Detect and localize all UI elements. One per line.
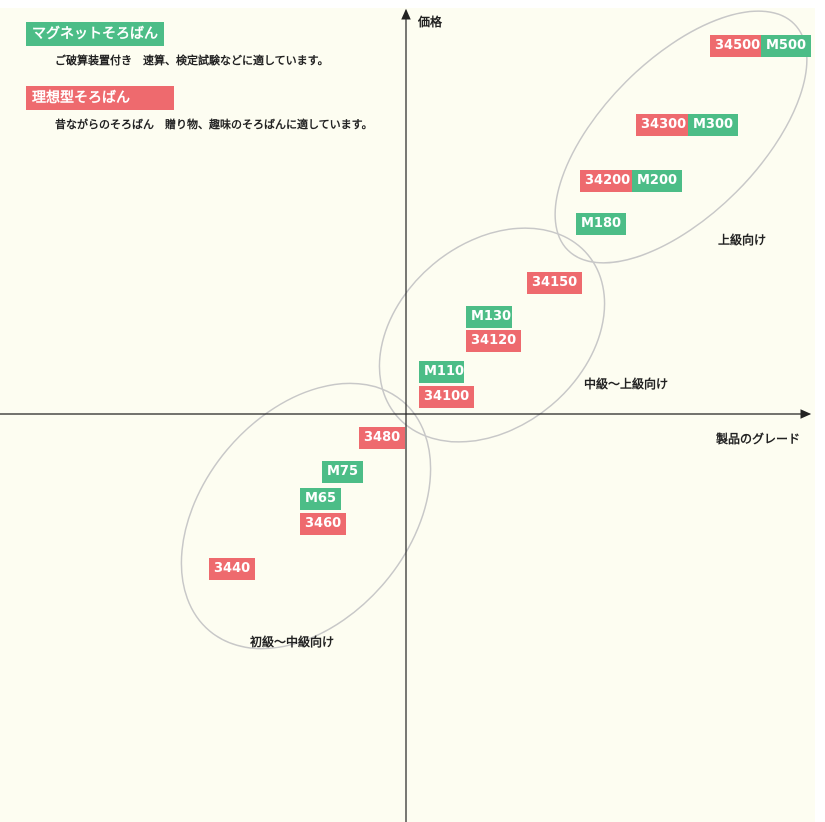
positioning-map [0,8,815,822]
product-tag: 34120 [466,330,522,352]
legend-ideal-title: 理想型そろばん [26,86,174,110]
legend-ideal-desc: 昔ながらのそろばん 贈り物、趣味のそろばんに適しています。 [55,118,373,131]
product-tag: M75 [322,461,364,483]
product-tag: M130 [466,306,512,328]
group-label-advanced: 上級向け [718,233,767,247]
group-ellipse-beginner [180,382,432,650]
product-tag: M65 [300,488,342,510]
product-tag: 34150 [527,272,583,294]
product-tag: M300 [688,114,739,136]
group-ellipse-intermediate [378,227,606,443]
group-label-beginner: 初級〜中級向け [250,635,335,649]
product-tag: 34300 [636,114,692,136]
product-tag: 3460 [300,513,347,535]
product-tag: M110 [419,361,464,383]
y-axis-label: 価格 [418,15,443,29]
product-tag: 34200 [580,170,636,192]
group-label-intermediate: 中級〜上級向け [584,377,669,391]
product-tag: 34500 [710,35,766,57]
product-tag: M500 [761,35,812,57]
group-ellipse-advanced [554,10,808,264]
product-tag: 3480 [359,427,406,449]
product-tag: M180 [576,213,627,235]
legend-magnet-title: マグネットそろばん [26,22,164,46]
product-tag: 34100 [419,386,475,408]
x-axis-label: 製品のグレード [716,432,801,446]
legend-magnet-desc: ご破算装置付き 速算、検定試験などに適しています。 [55,54,329,67]
product-tag: M200 [632,170,683,192]
product-tag: 3440 [209,558,256,580]
